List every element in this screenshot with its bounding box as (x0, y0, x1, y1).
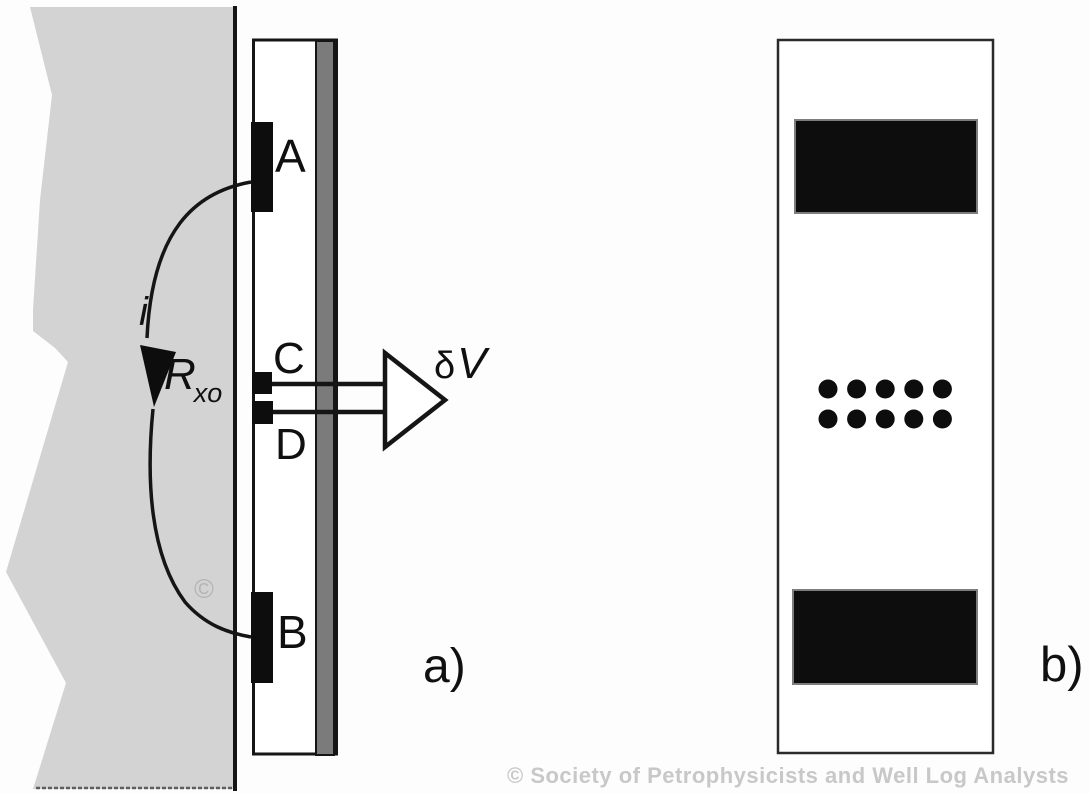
current-path-lower (148, 408, 252, 639)
current-arrowhead-icon (140, 345, 176, 407)
button-electrode-dot (875, 409, 895, 429)
watermark-copyright-mark: © (194, 574, 214, 604)
button-electrode-dot (904, 409, 924, 429)
panel-a-label: a) (423, 640, 466, 693)
electrode-a (251, 122, 273, 212)
electrode-c (252, 372, 272, 394)
voltage-output-label: δV (434, 342, 487, 386)
button-electrode-dot (847, 379, 867, 399)
electrode-a-label: A (275, 130, 306, 182)
delta-symbol: δ (434, 345, 456, 387)
resistivity-symbol: R (164, 350, 196, 399)
electrode-b (251, 592, 273, 683)
current-path-upper (145, 180, 252, 339)
pad-b-bottom-electrode (792, 589, 978, 685)
resistivity-subscript: xo (193, 378, 223, 408)
button-electrode-dot (818, 379, 838, 399)
electrode-d-label: D (275, 420, 307, 469)
electrode-c-label: C (273, 334, 305, 383)
pad-b-top-electrode (794, 119, 978, 214)
button-electrode-array (818, 379, 952, 429)
watermark-text: © Society of Petrophysicists and Well Lo… (507, 763, 1070, 788)
electrode-b-label: B (277, 606, 308, 658)
current-label: i (139, 290, 148, 334)
button-electrode-dot (932, 379, 952, 399)
button-electrode-dot (847, 409, 867, 429)
flushed-zone-resistivity-label: Rxo (164, 350, 224, 407)
button-electrode-dot (932, 409, 952, 429)
voltage-symbol: V (457, 339, 487, 388)
panel-b-label: b) (1040, 638, 1084, 692)
amplifier-triangle-icon (382, 348, 449, 452)
button-electrode-dot (818, 409, 838, 429)
button-electrode-dot (875, 379, 895, 399)
pad-a-backing-strip (315, 40, 335, 756)
button-electrode-dot (904, 379, 924, 399)
electrode-d (252, 401, 273, 424)
